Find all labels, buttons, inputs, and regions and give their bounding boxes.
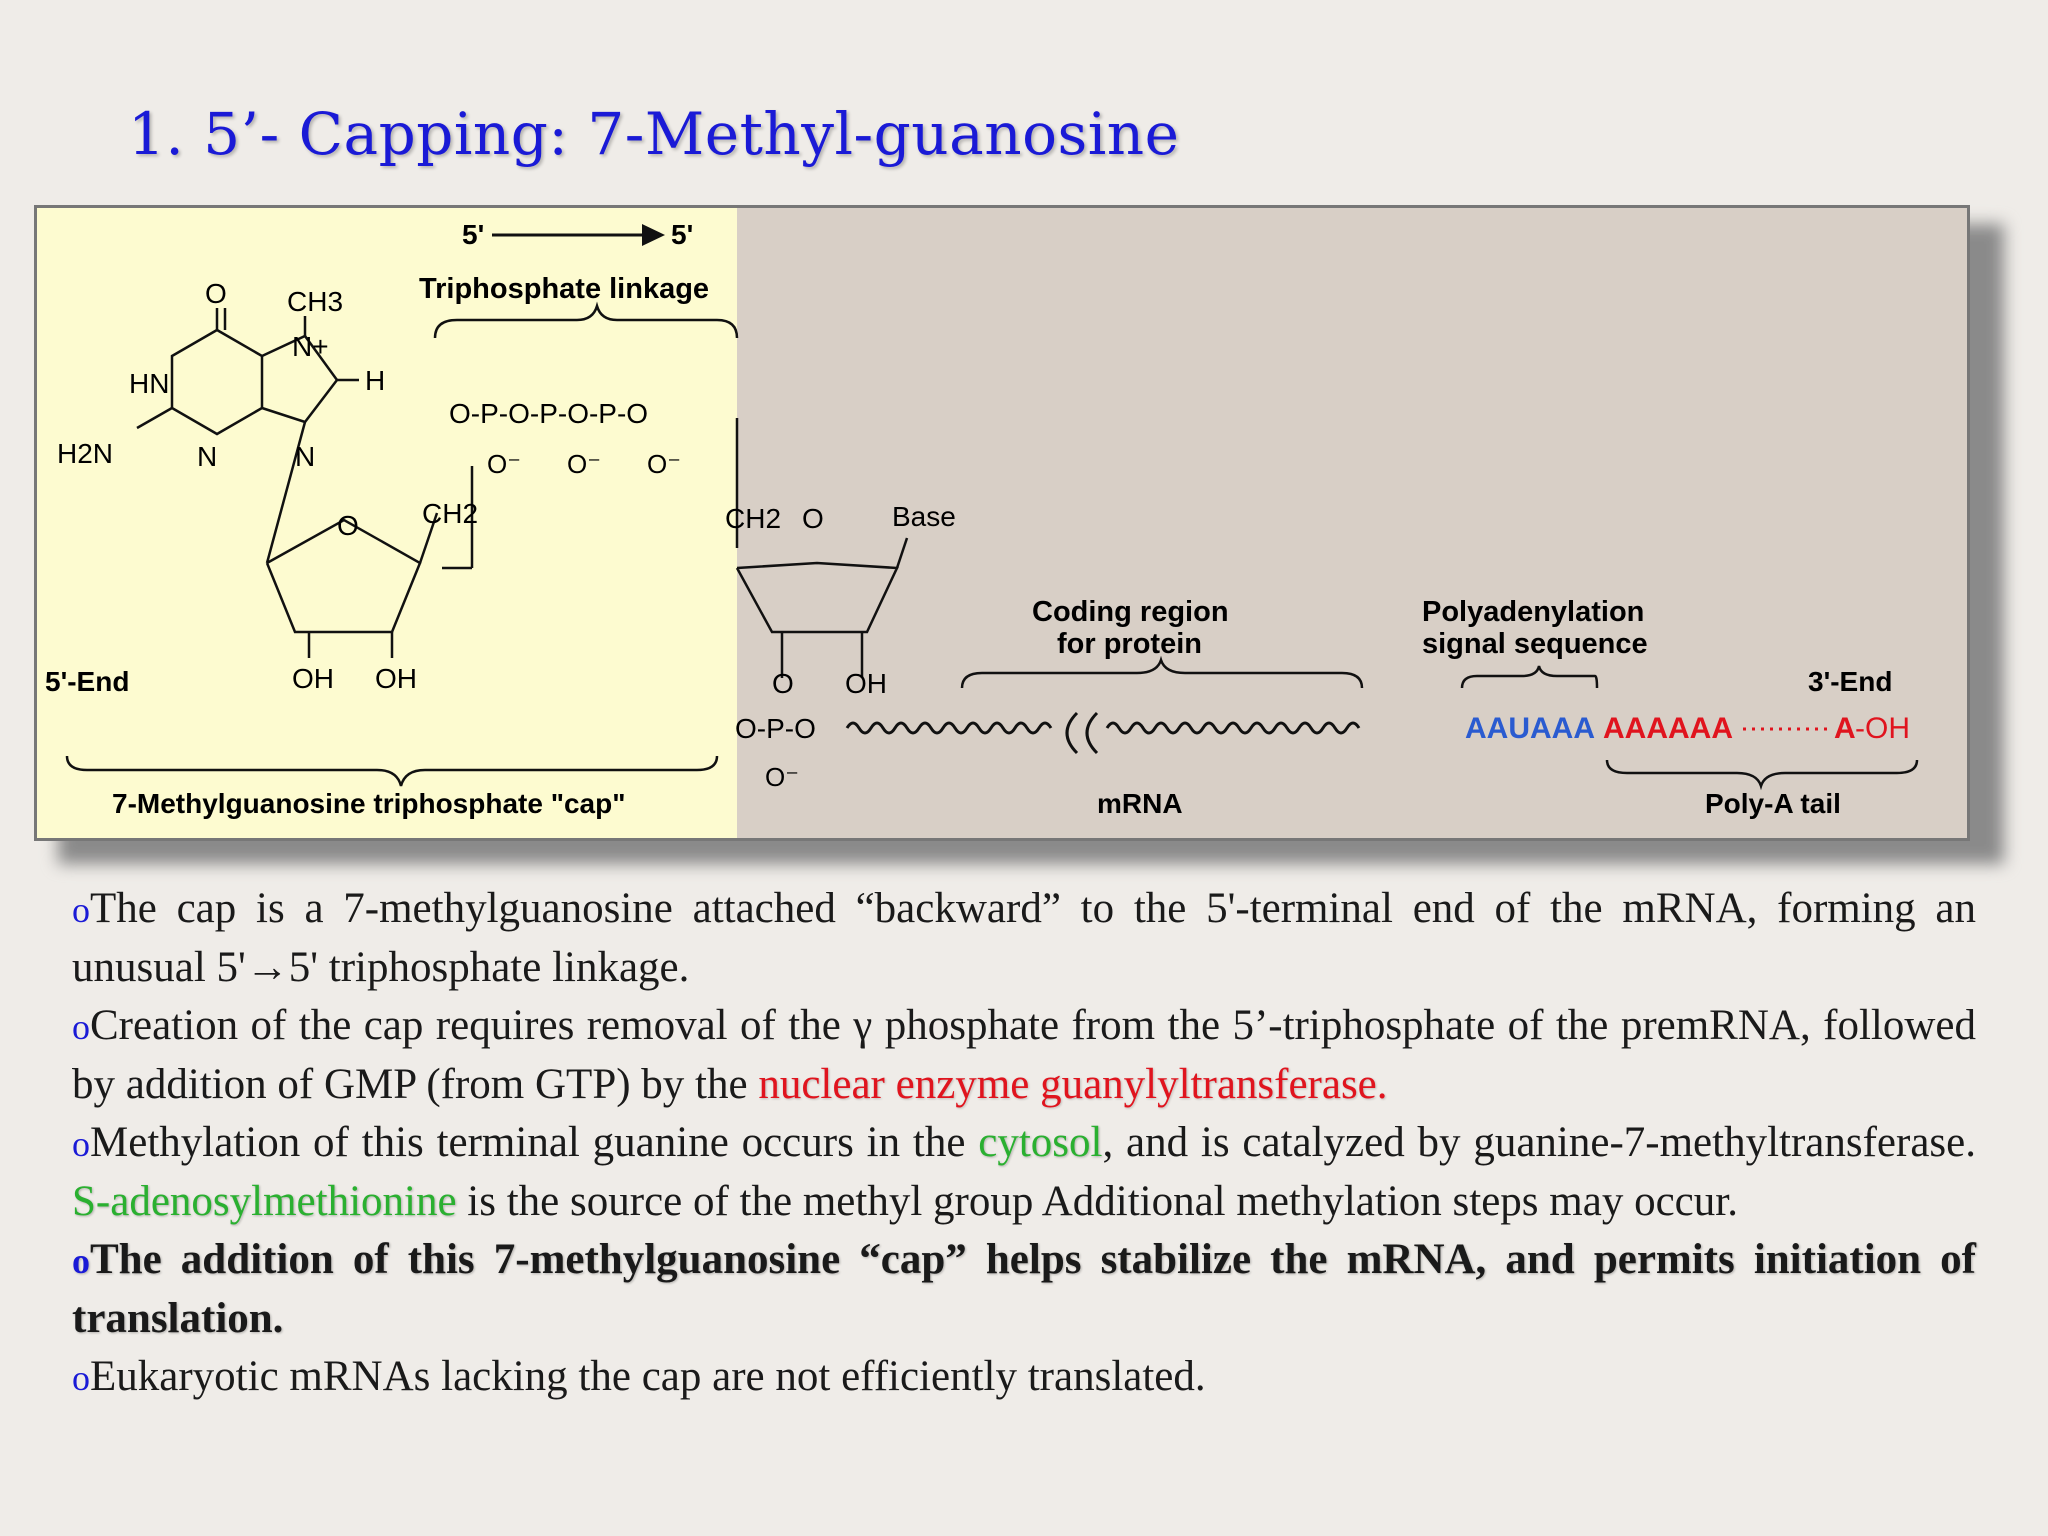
mrna-oh-label: OH [845,668,887,699]
guanine-ring [136,308,359,564]
bullet-text-4: The addition of this 7-methylguanosine “… [72,1236,1976,1342]
triphosphate-brace [433,301,739,339]
five-prime-right: 5' [671,219,693,250]
bullet-mark: o [72,1358,90,1398]
hn-label: HN [129,368,169,399]
bullet-text-2: Creation of the cap requires removal of … [72,1002,1976,1108]
three-end-label: 3'-End [1808,666,1892,697]
mrna-cap-figure: 5' 5' Triphosphate linkage O CH3 N+ H HN… [34,205,1970,841]
mrna-phosphate-label: O-P-O [735,713,816,744]
phosphate-o-minus-3: O⁻ [647,449,681,479]
a-oh-oh: -OH [1855,712,1910,745]
phosphate-o-minus-2: O⁻ [567,449,601,479]
polya-sequence: AAAAAA [1603,712,1733,745]
bullet-text-1: The cap is a 7-methylguanosine attached … [72,885,1976,991]
bullet-mark: o [72,890,90,930]
triphosphate-linkage-label: Triphosphate linkage [419,273,709,305]
cap-brace [65,755,719,787]
ch3-label: CH3 [287,286,343,317]
mrna-o-label: O [772,668,794,699]
bullet-item-2: oCreation of the cap requires removal of… [72,997,1976,1114]
slide-title: 1. 5’- Capping: 7-Methyl-guanosine [128,100,1180,168]
poly-a-tail-label: Poly-A tail [1705,788,1841,819]
n-plus-label: N+ [292,331,329,362]
polyadenylation-line2: signal sequence [1422,628,1648,660]
bullet-item-3: oMethylation of this terminal guanine oc… [72,1114,1976,1231]
sam-highlight: S-adenosylmethionine [72,1178,457,1225]
polyadenylation-brace [1460,665,1599,689]
five-end-label: 5'-End [45,666,129,697]
polya-tail-brace [1605,759,1919,791]
bullet-mark: o [72,1241,90,1281]
bullet-item-5: oEukaryotic mRNAs lacking the cap are no… [72,1348,1976,1407]
bullet-list: oThe cap is a 7-methylguanosine attached… [72,880,1976,1407]
n9-label: N [295,441,315,472]
a-oh-a: A [1834,712,1856,745]
phosphate-chain-label: O-P-O-P-O-P-O [449,398,648,429]
phosphate-o-minus-1: O⁻ [487,449,521,479]
linkage-arrow-head [642,224,665,246]
h2n-label: H2N [57,438,113,469]
bullet-mark: o [72,1007,90,1047]
bullet-mark: o [72,1124,90,1164]
coding-region-brace [960,655,1364,689]
mrna-label: mRNA [1097,788,1183,819]
bullet-item-4: oThe addition of this 7-methylguanosine … [72,1231,1976,1348]
cap-label: 7-Methylguanosine triphosphate "cap" [112,788,626,819]
coding-region-line2: for protein [1057,628,1202,660]
cap-oh-3-label: OH [375,663,417,694]
five-prime-left: 5' [462,219,484,250]
cap-oh-2-label: OH [292,663,334,694]
cap-ch2-label: CH2 [422,498,478,529]
coding-region-line1: Coding region [1032,596,1229,628]
nuclear-enzyme-highlight: nuclear enzyme guanylyltransferase. [758,1061,1388,1108]
mrna-region-background [737,208,1967,838]
polyadenylation-line1: Polyadenylation [1422,596,1644,628]
mrna-ring-o-label: O [802,503,824,534]
aauaaa-sequence: AAUAAA [1465,712,1595,745]
cytosol-highlight: cytosol [978,1119,1103,1166]
mrna-cap-diagram: 5' 5' Triphosphate linkage O CH3 N+ H HN… [37,208,1967,838]
cap-region-background [37,208,737,838]
mrna-wavy-strand [845,711,1361,755]
bullet-text-5: Eukaryotic mRNAs lacking the cap are not… [90,1353,1206,1400]
h-label: H [365,365,385,396]
mrna-ribose-ring [735,537,909,678]
base-label: Base [892,501,956,532]
cap-ring-o-label: O [337,510,359,541]
cap-ribose-ring [265,466,474,658]
bullet-text-3c: is the source of the methyl group Additi… [456,1178,1738,1225]
n3-label: N [197,441,217,472]
bullet-text-3a: Methylation of this terminal guanine occ… [90,1119,979,1166]
bullet-text-3b: , and is catalyzed by guanine-7-methyltr… [1102,1119,1976,1166]
mrna-phosphate-o-minus: O⁻ [765,762,799,792]
guanine-o-label: O [205,278,227,309]
bullet-item-1: oThe cap is a 7-methylguanosine attached… [72,880,1976,997]
mrna-ch2-label: CH2 [725,503,781,534]
